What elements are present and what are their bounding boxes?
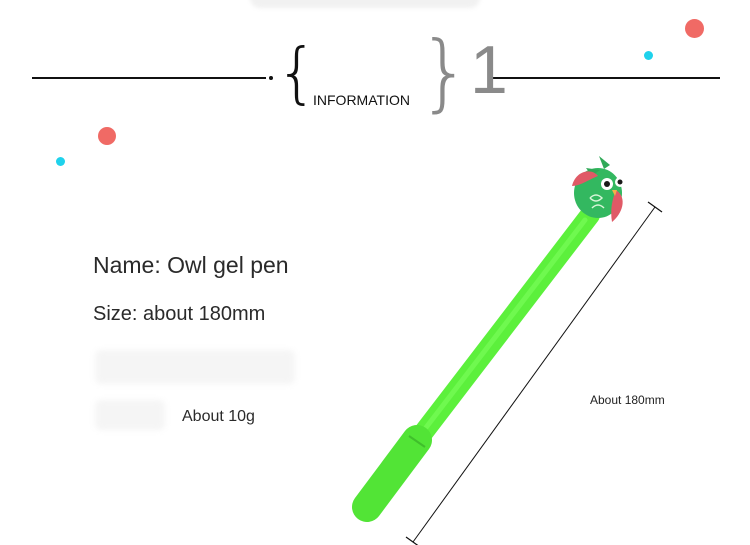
header-rule-dot: [269, 76, 273, 80]
cyan-dot-decoration: [56, 157, 65, 166]
pen-body: [352, 205, 600, 522]
section-number: 1: [470, 32, 508, 108]
section-title: INFORMATION: [313, 92, 410, 108]
red-dot-decoration: [685, 19, 704, 38]
faded-text-block: [95, 350, 295, 384]
header-rule-right: [488, 77, 720, 79]
dimension-length-label: About 180mm: [590, 393, 665, 407]
owl-topper-icon: [572, 156, 625, 222]
left-brace-icon: {: [276, 34, 318, 111]
dimension-line-icon: [405, 201, 663, 545]
header-rule-left: [32, 77, 266, 79]
product-weight: About 10g: [182, 408, 255, 425]
red-dot-decoration: [98, 127, 116, 145]
top-faded-banner: [250, 0, 480, 8]
product-name: Name: Owl gel pen: [93, 252, 289, 278]
right-brace-icon: }: [418, 23, 472, 121]
faded-text-block: [95, 400, 165, 430]
product-size: Size: about 180mm: [93, 303, 266, 325]
cyan-dot-decoration: [644, 51, 653, 60]
